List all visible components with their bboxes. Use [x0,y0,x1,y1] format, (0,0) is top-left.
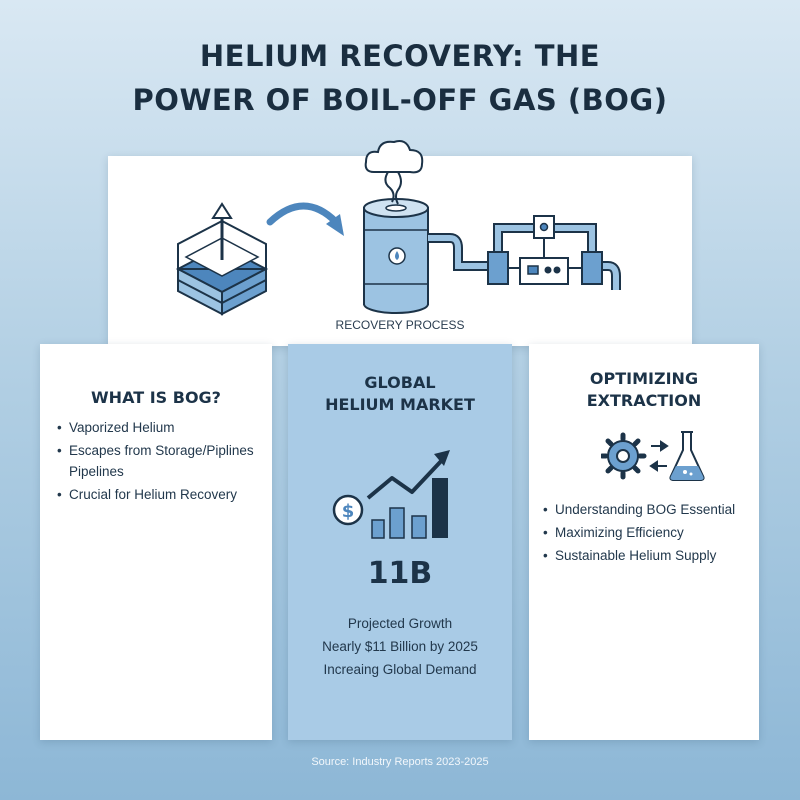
flask-icon [669,431,705,481]
list-item: Understanding BOG Essential [543,499,759,520]
extraction-icons [601,431,705,481]
what-is-bog-heading: WHAT IS BOG? [91,388,221,407]
exchange-arrows-icon [649,440,669,472]
growth-bar-3 [411,515,427,539]
recovery-process-label: RECOVERY PROCESS [335,318,465,332]
market-stat-value: 11B [367,556,433,591]
growth-bar-1 [371,519,385,539]
boil-off-steam-icon [364,140,424,205]
trend-arrow-line [366,456,446,500]
list-item: Crucial for Helium Recovery [57,484,272,505]
what-is-bog-card: WHAT IS BOG? Vaporized Helium Escapes fr… [40,344,272,740]
market-heading-line-1: GLOBAL [364,373,436,392]
list-item: Vaporized Helium [57,417,272,438]
storage-tank-icon [175,202,269,316]
source-footnote: Source: Industry Reports 2023-2025 [311,756,489,768]
market-line-3: Increaing Global Demand [323,662,477,677]
market-description: Projected Growth Nearly $11 Billion by 2… [288,612,512,681]
flow-arrow-icon [266,202,344,236]
market-line-1: Projected Growth [347,616,453,631]
trend-arrow-head [434,450,450,466]
bog-definition-list: Vaporized Helium Escapes from Storage/Pi… [57,417,272,507]
bog-cylinder-icon [363,198,429,314]
list-item: Sustainable Helium Supply [543,545,759,566]
svg-text:$: $ [342,501,355,522]
dollar-coin-icon: $ [332,494,364,526]
growth-bar-4 [432,478,448,538]
market-heading: GLOBAL HELIUM MARKET [288,372,512,416]
extraction-heading: OPTIMIZING EXTRACTION [529,368,759,412]
title-line-2: POWER OF BOIL-OFF GAS (BOG) [132,83,668,117]
extraction-list: Understanding BOG Essential Maximizing E… [543,499,759,568]
title-line-1: HELIUM RECOVERY: THE [199,39,601,73]
growth-bar-2 [389,507,405,539]
global-helium-market-card: GLOBAL HELIUM MARKET $ 11B Projected Gro… [288,344,512,740]
gear-icon [601,432,647,480]
recovery-process-diagram [175,198,621,316]
market-line-2: Nearly $11 Billion by 2025 [322,639,478,654]
page-title: HELIUM RECOVERY: THE POWER OF BOIL-OFF G… [0,34,800,122]
list-item: Escapes from Storage/Piplines Pipelines [57,440,272,482]
list-item: Maximizing Efficiency [543,522,759,543]
extraction-heading-line-2: EXTRACTION [586,391,702,410]
extraction-heading-line-1: OPTIMIZING [589,369,699,388]
market-heading-line-2: HELIUM MARKET [325,395,475,414]
growth-chart-icon: $ [332,450,450,539]
pipeline-valve-icon [428,215,621,290]
optimizing-extraction-card: OPTIMIZING EXTRACTION [529,344,759,740]
